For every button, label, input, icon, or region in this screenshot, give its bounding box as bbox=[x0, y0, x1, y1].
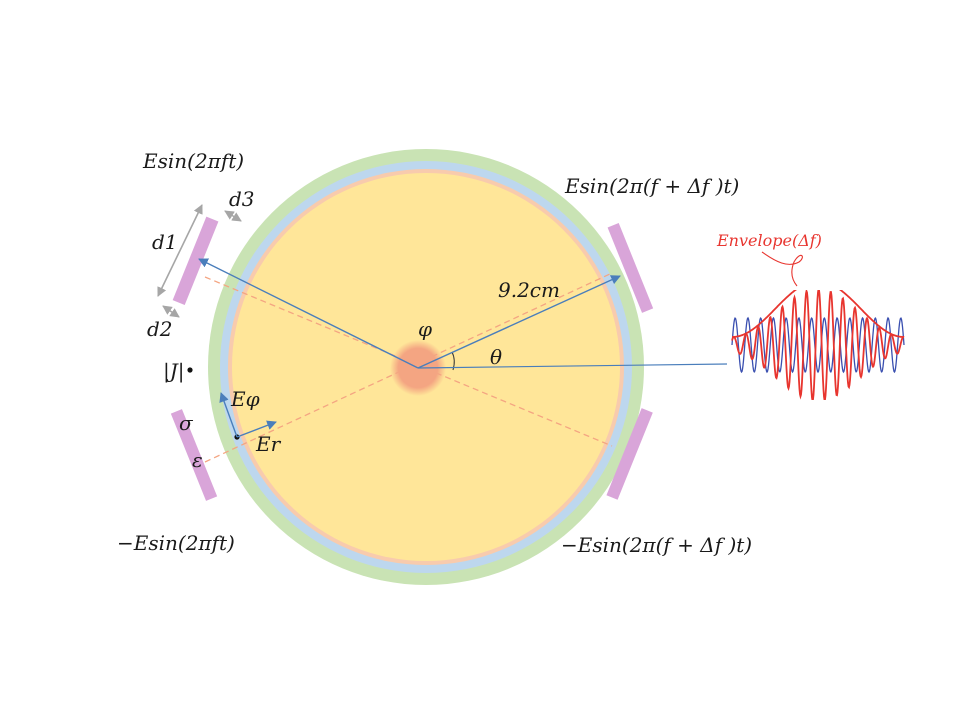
current-density-point bbox=[187, 367, 193, 373]
electrode-top-right-label: Esin(2π(f + Δf )t) bbox=[564, 174, 739, 198]
sigma-label: σ bbox=[179, 411, 194, 435]
e-r-label: Er bbox=[255, 432, 282, 456]
electrode-bottom-left bbox=[170, 409, 218, 501]
d3-label: d3 bbox=[229, 187, 255, 211]
electrode-top-right bbox=[607, 223, 654, 313]
envelope-waveform bbox=[731, 290, 905, 400]
electrode-bottom-left-label: −Esin(2πft) bbox=[117, 531, 235, 555]
d2-dimension-arrow bbox=[162, 305, 180, 318]
phi-label: φ bbox=[418, 317, 432, 341]
modulated-wave-red bbox=[731, 290, 905, 400]
radius-vector bbox=[417, 275, 621, 369]
electrode-top-left bbox=[172, 216, 219, 305]
axis-line-to-envelope bbox=[417, 363, 728, 369]
carrier-wave-blue bbox=[731, 316, 905, 374]
theta-angle-arc bbox=[451, 351, 455, 371]
d3-dimension-arrow bbox=[224, 210, 242, 222]
electrode-top-left-label: Esin(2πft) bbox=[142, 149, 244, 173]
envelope-curve bbox=[732, 290, 904, 338]
envelope-callout bbox=[761, 251, 803, 287]
d2-label: d2 bbox=[147, 317, 173, 341]
electrode-bottom-right bbox=[606, 408, 653, 500]
theta-label: θ bbox=[490, 345, 502, 369]
field-vector-left bbox=[198, 258, 419, 369]
d1-label: d1 bbox=[152, 230, 178, 254]
e-r-vector bbox=[236, 420, 277, 438]
radius-label: 9.2cm bbox=[498, 278, 560, 302]
e-phi-label: Eφ bbox=[230, 387, 260, 411]
electrode-bottom-right-label: −Esin(2π(f + Δf )t) bbox=[561, 533, 752, 557]
d1-dimension-arrow bbox=[157, 204, 203, 297]
current-density-label: |J| bbox=[163, 359, 185, 384]
e-phi-vector bbox=[219, 392, 238, 438]
epsilon-label: ε bbox=[192, 448, 203, 472]
envelope-label: Envelope(Δf) bbox=[716, 231, 822, 250]
